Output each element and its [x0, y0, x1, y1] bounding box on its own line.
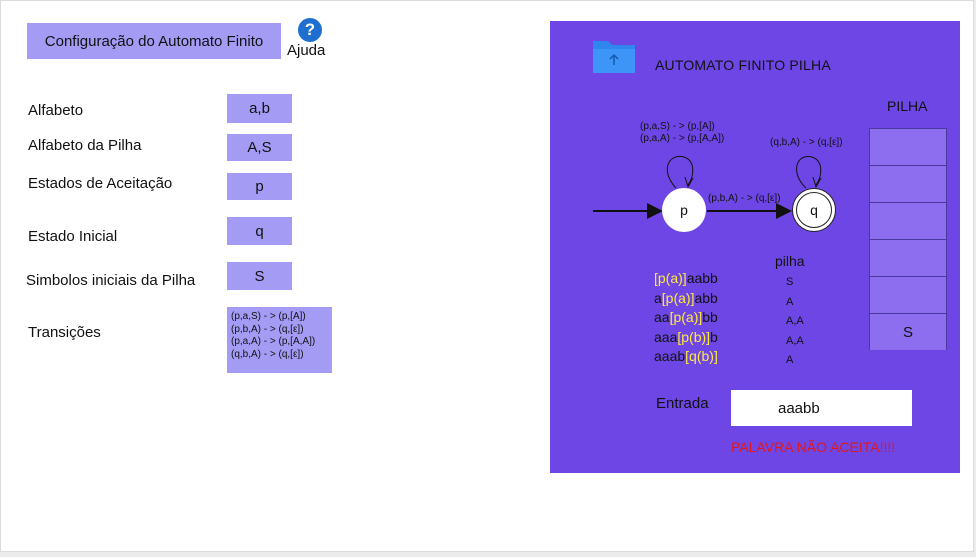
trace-row: aaa[p(b)]b	[654, 328, 718, 345]
trace-row: [p(a)]aabb	[654, 270, 718, 286]
input-label: Entrada	[656, 395, 709, 412]
accept-states-label: Estados de Aceitação	[28, 175, 173, 192]
p-loop-arc	[666, 155, 694, 189]
result-message: PALAVRA NÃO ACEITA!!!!	[731, 439, 896, 455]
automaton-diagram	[593, 155, 822, 219]
q-loop-arrowhead	[812, 176, 822, 189]
stack-display: S	[869, 128, 947, 350]
stack-cell	[870, 240, 946, 277]
trace-row: aa[p(a)]bb	[654, 309, 718, 325]
stack-alphabet-value[interactable]: A,S	[227, 134, 292, 161]
stack-cell	[870, 203, 946, 240]
trace-row: aaab[q(b)]	[654, 348, 718, 364]
alphabet-value[interactable]: a,b	[227, 94, 292, 123]
trace-stack-value: A,A	[786, 334, 804, 347]
stack-alphabet-label: Alfabeto da Pilha	[28, 137, 142, 154]
p-loop-arrowhead	[684, 176, 694, 189]
q-loop-arc	[796, 156, 822, 189]
config-automaton-button[interactable]: Configuração do Automato Finito	[27, 23, 281, 59]
transitions-list[interactable]: (p,a,S) - > (p,[A]) (p,b,A) - > (q,[ε]) …	[227, 307, 332, 373]
help-icon[interactable]: ?	[298, 18, 322, 42]
stack-cell	[870, 166, 946, 203]
folder-icon[interactable]	[592, 38, 636, 74]
p-to-q-label: (p,b,A) - > (q,[ε])	[708, 193, 781, 204]
trace-stack-value: S	[786, 276, 794, 288]
stack-cell: S	[870, 314, 946, 350]
transition-item: (p,b,A) - > (q,[ε])	[231, 323, 304, 335]
q-loop-label: (q,b,A) - > (q,[ε])	[770, 137, 843, 148]
transition-item: (p,a,S) - > (p,[A])	[231, 311, 306, 322]
panel-title: AUTOMATO FINITO PILHA	[655, 57, 831, 73]
initial-state-value[interactable]: q	[227, 217, 292, 245]
initial-stack-symbols-value[interactable]: S	[227, 262, 292, 290]
stack-title: PILHA	[887, 98, 928, 114]
stack-column-label: pilha	[775, 253, 805, 269]
initial-state-label: Estado Inicial	[28, 228, 118, 245]
stack-cell	[870, 277, 946, 314]
accept-states-value[interactable]: p	[227, 173, 292, 200]
state-q-inner: q	[796, 192, 832, 228]
trace-stack-value: A,A	[786, 315, 804, 327]
execution-trace: [p(a)]aabb a[p(a)]abb aa[p(a)]bb aaa[p(b…	[654, 269, 718, 367]
trace-row: a[p(a)]abb	[654, 289, 718, 306]
transitions-label: Transições	[28, 324, 101, 341]
alphabet-label: Alfabeto	[28, 102, 84, 119]
stack-cell	[870, 129, 946, 166]
trace-stack-value: A	[786, 354, 794, 366]
trace-stack-value: A	[786, 295, 794, 308]
transition-item: (p,a,A) - > (p,[A,A])	[231, 336, 316, 347]
state-p[interactable]: p	[662, 188, 706, 232]
help-label[interactable]: Ajuda	[287, 42, 326, 59]
state-q[interactable]: q	[792, 188, 836, 232]
trace-stack-column: S A A,A A,A A	[786, 273, 804, 371]
p-loop-label: (p,a,S) - > (p,[A]) (p,a,A) - > (p,[A,A]…	[640, 121, 725, 144]
input-word-field[interactable]	[731, 390, 912, 426]
transition-item: (q,b,A) - > (q,[ε])	[231, 348, 304, 360]
initial-stack-symbols-label: Simbolos iniciais da Pilha	[26, 272, 196, 289]
